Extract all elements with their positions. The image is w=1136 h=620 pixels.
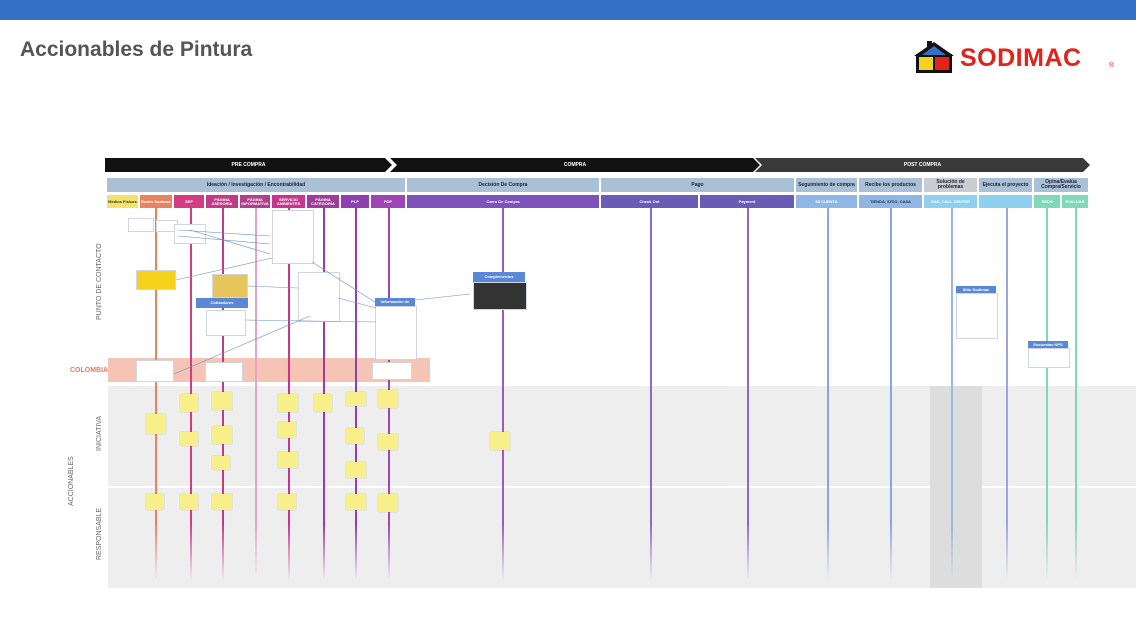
thumb-redes[interactable] (128, 218, 154, 232)
stage-decision: Decisión De Compra (407, 178, 599, 192)
journey-board: PRE COMPRA COMPRA POST COMPRA Ideación /… (60, 158, 1136, 598)
thumb-medios[interactable] (136, 270, 176, 290)
highlight-column (930, 386, 982, 588)
touchpoint-8[interactable]: PLP (341, 195, 369, 208)
sticky-note[interactable] (212, 456, 230, 470)
touchpoint-18[interactable]: EVALUAR (1062, 195, 1088, 208)
touchpoint-17[interactable]: REDS (1034, 195, 1060, 208)
touchpoint-11[interactable]: Check Out (601, 195, 698, 208)
sticky-note[interactable] (180, 394, 198, 412)
registered-mark: ® (1109, 62, 1115, 69)
thumb-categoria[interactable] (298, 272, 340, 322)
lane-line-15 (951, 208, 953, 580)
stage-opina: Opina/Evalúa Compra/Servicio (1034, 178, 1088, 192)
thumb-complementos[interactable] (473, 282, 527, 310)
sticky-note[interactable] (212, 494, 232, 510)
sticky-note[interactable] (378, 390, 398, 408)
touchpoint-5[interactable]: PÁGINA INFORMATIVA (240, 195, 270, 208)
touchpoint-12[interactable]: Payment (700, 195, 794, 208)
thumb-informativa[interactable] (272, 210, 314, 264)
touchpoint-1[interactable]: Medios Físicos (107, 195, 138, 208)
touchpoint-10[interactable]: Carro De Compra (407, 195, 599, 208)
house-icon (914, 41, 954, 73)
touchpoint-14[interactable]: TIENDA, SITIO, CASA (859, 195, 922, 208)
lane-line-11 (650, 208, 652, 580)
stage-seguimiento: Seguimiento de compra (796, 178, 857, 192)
phase-postcompra: POST COMPRA (755, 158, 1090, 172)
stage-ideacion: Ideación / Investigación / Encontrabilid… (107, 178, 405, 192)
thumb-sep[interactable] (174, 224, 206, 244)
sticky-note[interactable] (212, 426, 232, 444)
sticky-note[interactable] (278, 394, 298, 412)
thumb-colombia-1[interactable] (136, 360, 174, 382)
lane-line-5 (255, 208, 257, 580)
lane-line-16 (1006, 208, 1008, 580)
sodimac-logo: SODIMAC ® (912, 40, 1122, 76)
lane-line-14 (890, 208, 892, 580)
touchpoint-9[interactable]: PDP (371, 195, 405, 208)
touchpoint-4[interactable]: PÁGINA ASESORÍA (206, 195, 238, 208)
touchpoint-7[interactable]: PÁGINA CATEGORÍA (307, 195, 339, 208)
phase-compra: COMPRA (390, 158, 760, 172)
stage-recibe: Recibe los productos (859, 178, 922, 192)
encuestas-card[interactable]: Encuestas NPS (1028, 341, 1068, 348)
thumb-sac[interactable] (956, 293, 998, 339)
cotizadores-card[interactable]: Cotizadores (196, 298, 248, 308)
lane-line-13 (827, 208, 829, 580)
lane-line-2 (155, 208, 157, 580)
touchpoint-6[interactable]: SERVICIO AMBIENTES (272, 195, 305, 208)
thumb-colombia-3[interactable] (372, 362, 412, 380)
touchpoint-13[interactable]: MI CUENTA (796, 195, 857, 208)
touchpoint-3[interactable]: SEP (174, 195, 204, 208)
sticky-note[interactable] (146, 414, 166, 434)
phase-precompra: PRE COMPRA (105, 158, 392, 172)
stage-solucion: Solución de problemas (924, 178, 977, 192)
sticky-note[interactable] (346, 462, 366, 478)
sticky-note[interactable] (212, 392, 232, 410)
thumb-asesoria[interactable] (212, 274, 248, 298)
sticky-note[interactable] (378, 494, 398, 512)
thumb-encuestas[interactable] (1028, 348, 1070, 368)
lane-line-17 (1046, 208, 1048, 580)
touchpoint-15[interactable]: SAC, CALL CENTER (924, 195, 977, 208)
sticky-note[interactable] (180, 432, 198, 446)
top-accent-bar (0, 0, 1136, 20)
sticky-note[interactable] (146, 494, 164, 510)
sticky-note[interactable] (490, 432, 510, 450)
touchpoint-16[interactable] (979, 195, 1032, 208)
touchpoint-2[interactable]: Redes Sodimac (140, 195, 172, 208)
sticky-note[interactable] (278, 452, 298, 468)
thumb-cotizador[interactable] (206, 310, 246, 336)
stage-pago: Pago (601, 178, 794, 192)
thumb-colombia-2[interactable] (205, 362, 243, 382)
lane-line-18 (1075, 208, 1077, 580)
sticky-note[interactable] (278, 494, 296, 510)
sticky-note[interactable] (346, 428, 364, 444)
sitio-card[interactable]: Sitio Sodimac (956, 286, 996, 293)
page-title: Accionables de Pintura (20, 38, 253, 61)
sticky-note[interactable] (314, 394, 332, 412)
stage-ejecuta: Ejecuta el proyecto (979, 178, 1032, 192)
complementos-card[interactable]: Complementos (473, 272, 525, 282)
row-label-country: COLOMBIA (70, 367, 109, 374)
sticky-note[interactable] (180, 494, 198, 510)
lane-line-10 (502, 208, 504, 580)
thumb-pdp[interactable] (375, 306, 417, 360)
sticky-note[interactable] (278, 422, 296, 438)
brand-name: SODIMAC (960, 44, 1082, 72)
sticky-note[interactable] (346, 392, 366, 406)
lane-line-12 (747, 208, 749, 580)
sticky-note[interactable] (346, 494, 366, 510)
flow-arrows (173, 229, 471, 375)
sticky-note[interactable] (378, 434, 398, 450)
